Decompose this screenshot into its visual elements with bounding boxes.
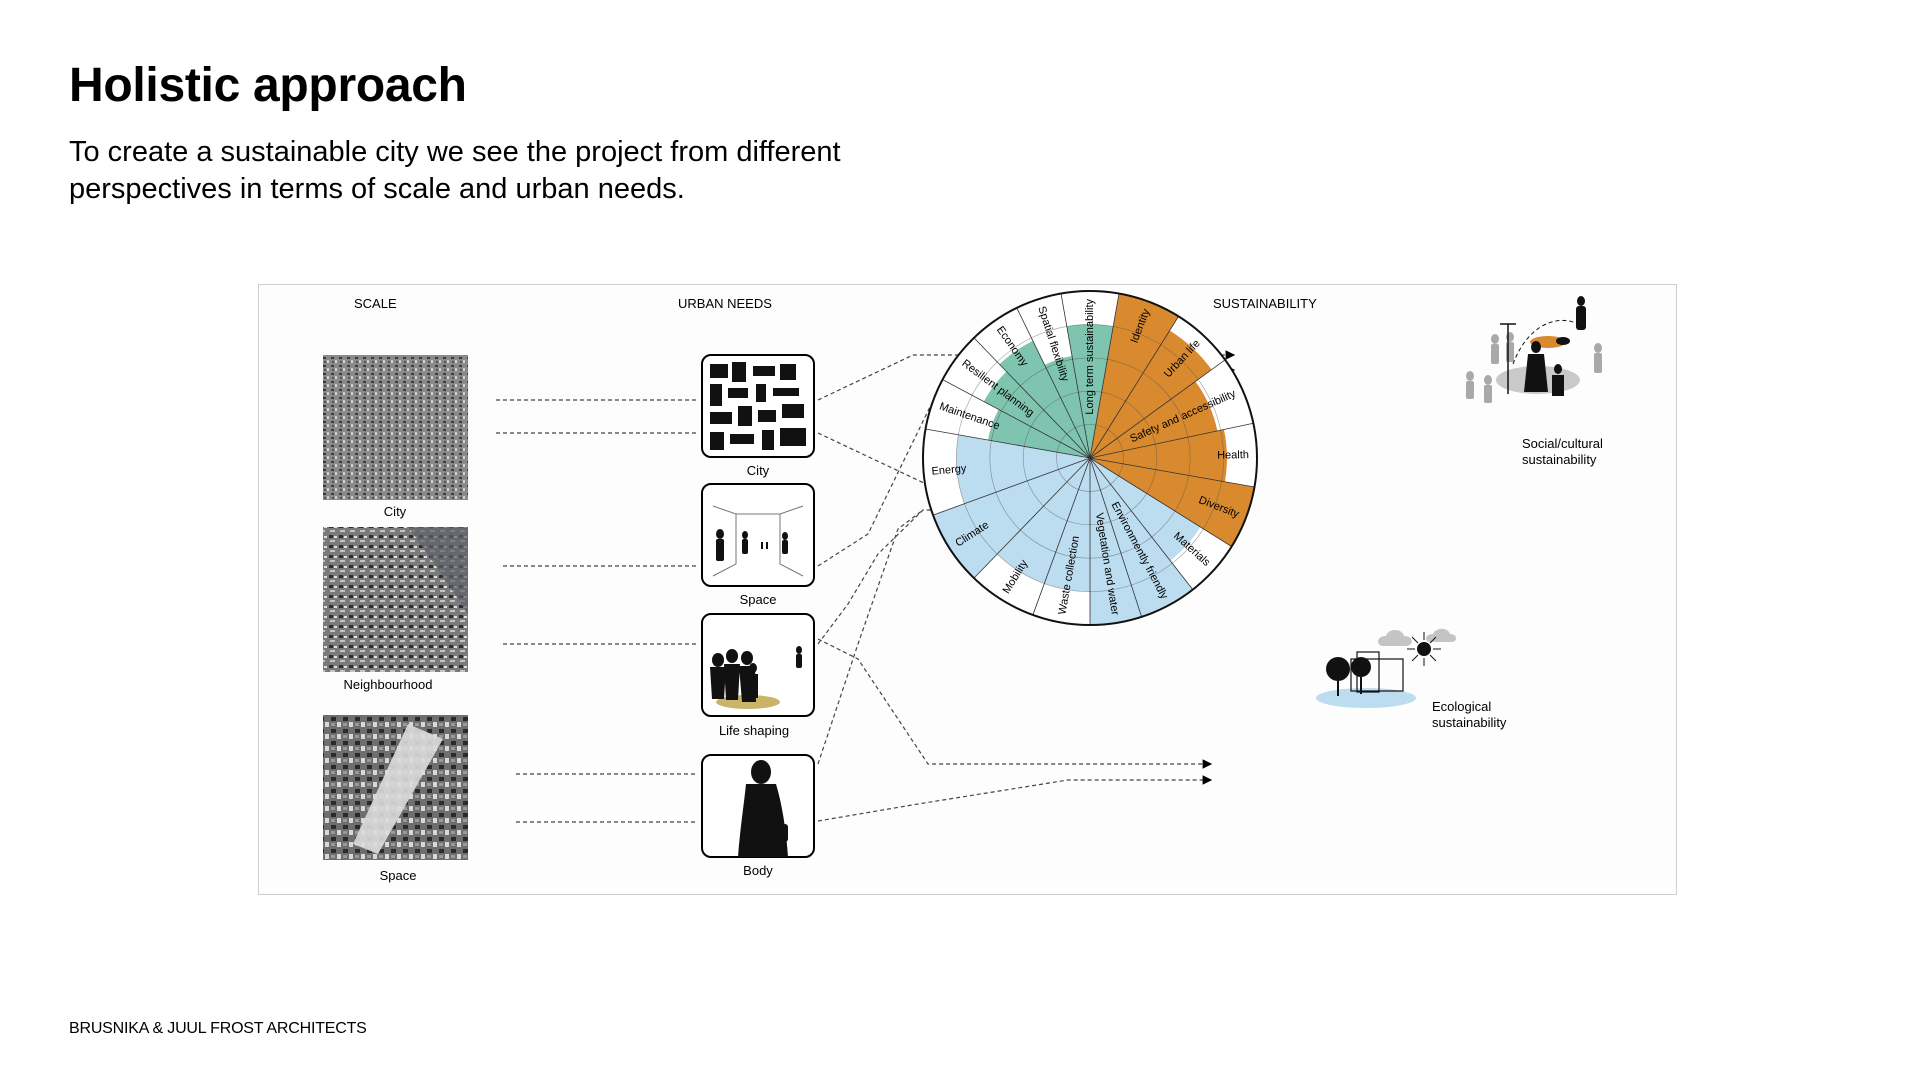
scale-neighbourhood-label: Neighbourhood	[344, 677, 433, 692]
wheel-segment-urban-life	[1090, 330, 1212, 458]
urban-need-life-shaping-label: Life shaping	[719, 723, 789, 738]
urban-need-body-card	[701, 754, 815, 858]
scale-connectors	[496, 399, 696, 823]
header-sustainability: SUSTAINABILITY	[1213, 296, 1317, 311]
social-sustainability-icon	[1466, 296, 1602, 403]
wheel-segment-environmently-friendly	[1090, 458, 1193, 617]
urban-need-city-label: City	[747, 463, 770, 478]
holistic-diagram: SCALE URBAN NEEDS SUSTAINABILITY City Ne…	[258, 284, 1677, 895]
wheel-segment-safety-and-accessibility	[1090, 381, 1218, 458]
wheel-segment-waste-collection	[1044, 458, 1090, 592]
footer-credit: BRUSNIKA & JUUL FROST ARCHITECTS	[69, 1020, 367, 1037]
scale-city-aerial-image	[323, 355, 468, 500]
wheel-label-health: Health	[1217, 449, 1249, 462]
pillar-ecological-label: Ecological sustainability	[1432, 699, 1507, 730]
ecological-sustainability-icon	[1316, 628, 1457, 708]
wheel-segment-vegetation-and-water	[1090, 458, 1142, 625]
wheel-segment-maintenance	[988, 409, 1090, 458]
urban-need-space-card	[701, 483, 815, 587]
pillar-social-label: Social/cultural sustainability	[1522, 436, 1607, 467]
urban-need-body-label: Body	[743, 863, 773, 878]
page-subtitle: To create a sustainable city we see the …	[69, 136, 841, 205]
wheel-segment-economy	[999, 340, 1090, 458]
scale-space-label: Space	[380, 868, 417, 883]
urban-need-city-card	[701, 354, 815, 458]
header-scale: SCALE	[354, 296, 397, 311]
wheel-segment-resilient-planning	[983, 371, 1090, 458]
scale-city-label: City	[384, 504, 407, 519]
urban-need-space-label: Space	[740, 592, 777, 607]
wheel-segment-climate	[933, 458, 1090, 579]
page-title: Holistic approach	[69, 59, 467, 112]
wheel-label-energy: Energy	[931, 463, 967, 478]
header-urban-needs: URBAN NEEDS	[678, 296, 772, 311]
wheel-label-long-term-sustainability: Long term sustainability	[1084, 299, 1096, 415]
wheel-segment-health	[1090, 429, 1227, 482]
wheel-segment-materials	[1090, 458, 1201, 561]
needs-connectors	[817, 350, 1236, 822]
wheel-segment-spatial-flexibility	[1044, 356, 1090, 458]
wheel-segment-mobility	[997, 458, 1090, 584]
urban-need-life-shaping-card	[701, 613, 815, 717]
